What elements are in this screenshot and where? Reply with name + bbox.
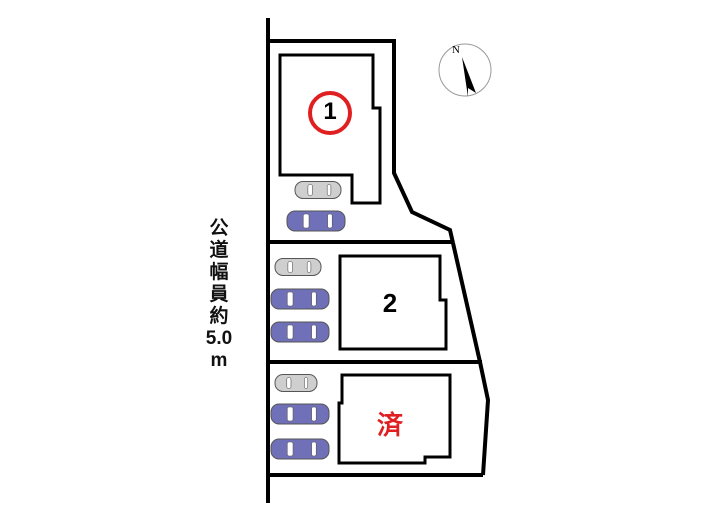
parked-car-blue-icon [286,210,346,232]
road-label-char: 員 [209,284,229,305]
road-label-char: m [210,350,228,371]
parked-car-gray-icon [294,181,342,199]
lot-1-label: 1 [323,98,337,125]
road-label-char: 幅 [209,262,229,283]
parked-car-gray-icon [274,374,318,392]
road-label-char: 道 [209,240,229,261]
compass-north-label: N [452,44,460,56]
parked-car-blue-icon [270,438,330,460]
compass-icon [438,43,492,97]
parked-car-blue-icon [270,403,330,425]
parked-car-blue-icon [270,321,330,343]
east-boundary [451,242,491,476]
road-width-label: 公 道 幅 員 約 5.0 m [204,218,234,372]
house-3-outline [337,373,452,465]
lot-1-circle [308,91,352,135]
lot-1-boundary [268,39,455,244]
road-label-char: 5.0 [205,328,233,349]
lot-3-sold-label: 済 [376,410,403,440]
parked-car-gray-icon [274,258,322,276]
house-2-outline [338,254,448,351]
road-label-char: 約 [209,306,229,327]
parked-car-blue-icon [270,288,330,310]
lot-2-label: 2 [382,288,398,318]
house-1-outline [278,53,382,205]
road-label-char: 公 [209,218,229,239]
